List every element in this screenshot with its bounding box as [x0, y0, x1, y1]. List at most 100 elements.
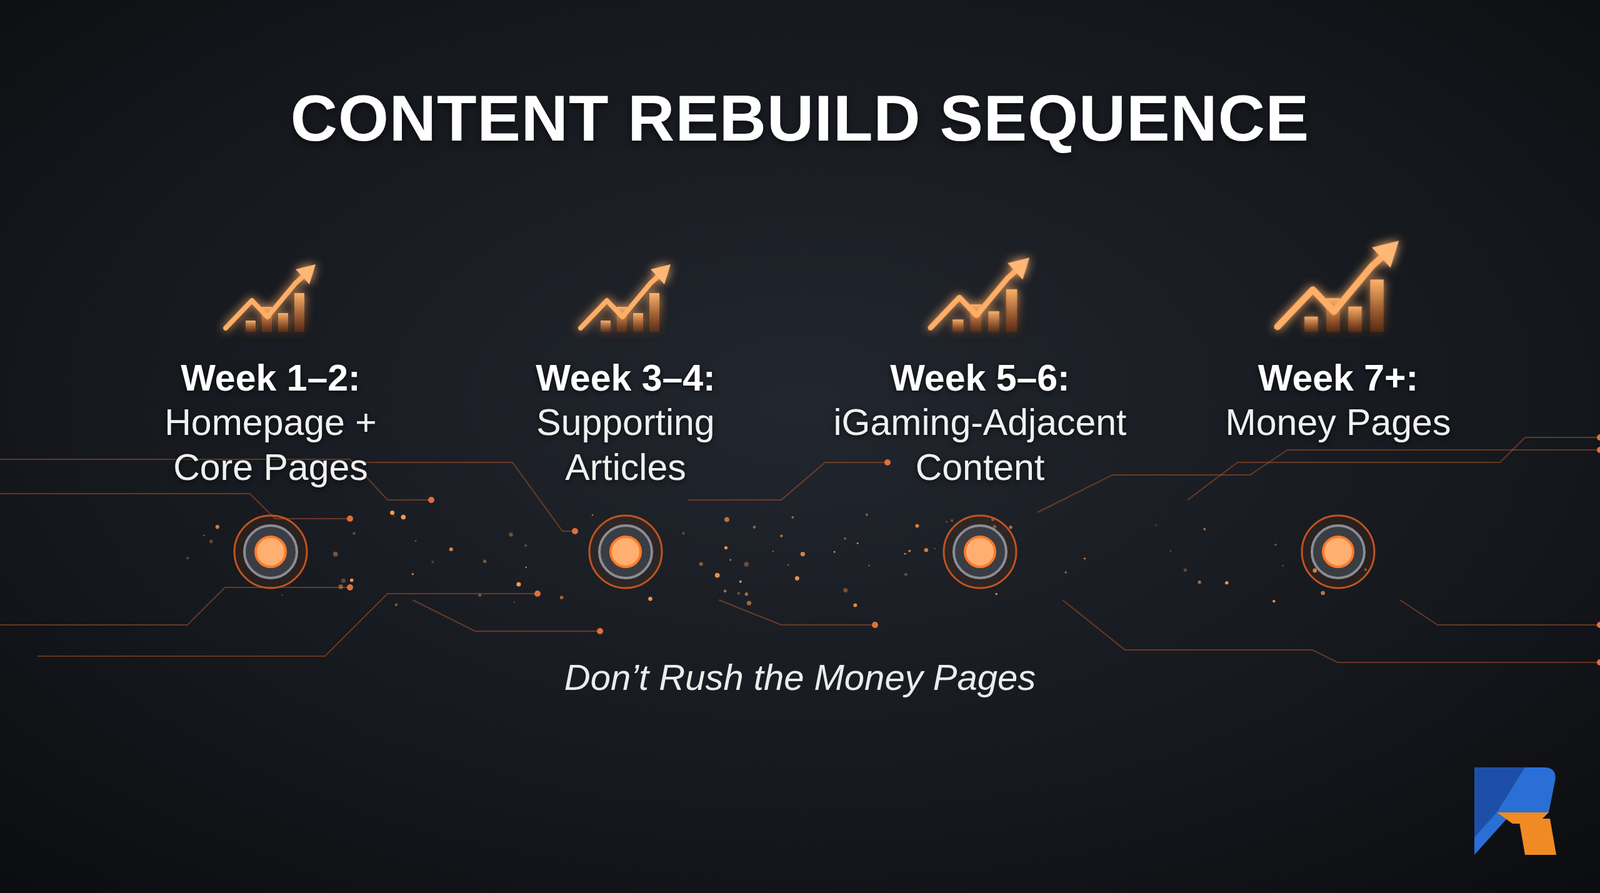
- spark: [868, 565, 870, 567]
- milestone: Week 5–6:iGaming-Adjacent Content: [811, 356, 1149, 594]
- circuit-trace: [0, 587, 350, 625]
- spark: [1155, 524, 1157, 527]
- trace-pad: [596, 628, 604, 635]
- circuit-trace: [718, 600, 875, 625]
- spark: [411, 573, 414, 575]
- spark: [681, 531, 685, 535]
- trace-pad: [1596, 659, 1600, 666]
- spark: [341, 578, 346, 584]
- spark: [856, 542, 859, 545]
- spark: [352, 531, 356, 535]
- milestone-dot: [585, 511, 667, 593]
- milestone-label: Homepage + Core Pages: [139, 400, 402, 490]
- milestone-dot: [1297, 511, 1379, 593]
- trace-pad: [346, 584, 354, 591]
- milestone-dot: [230, 511, 312, 593]
- spark: [513, 601, 515, 603]
- spark: [746, 600, 752, 605]
- spark: [787, 564, 790, 567]
- spark: [1281, 565, 1284, 567]
- trace-pad: [534, 590, 541, 597]
- circuit-trace: [1037, 450, 1600, 513]
- trace-pad: [1596, 446, 1600, 454]
- timeline-connector: [651, 548, 954, 556]
- spark: [780, 534, 783, 537]
- spark: [1083, 557, 1086, 560]
- milestone: Week 3–4:Supporting Articles: [513, 356, 739, 594]
- growth-icon: [1277, 240, 1399, 332]
- spark: [729, 559, 731, 561]
- growth-icon: [930, 257, 1030, 332]
- spark: [524, 544, 527, 547]
- circuit-trace: [1400, 600, 1600, 625]
- trace-pad: [571, 528, 579, 535]
- spark: [591, 514, 594, 516]
- spark: [737, 591, 741, 595]
- spark: [724, 516, 730, 522]
- milestone-week: Week 3–4:: [513, 356, 739, 400]
- brand-logo: [1474, 767, 1557, 855]
- circuit-trace: [1062, 600, 1600, 663]
- spark: [1274, 543, 1277, 546]
- spark: [743, 561, 749, 567]
- spark: [739, 580, 742, 584]
- spark: [560, 595, 564, 600]
- spark: [995, 593, 998, 595]
- diagram-title: CONTENT REBUILD SEQUENCE: [0, 81, 1600, 156]
- milestone-week: Week 1–2:: [139, 356, 402, 400]
- spark: [415, 540, 417, 542]
- spark: [715, 573, 720, 579]
- spark: [904, 573, 908, 577]
- spark: [843, 537, 847, 540]
- spark: [795, 576, 800, 581]
- trace-pad: [346, 515, 354, 522]
- spark: [1198, 580, 1202, 584]
- spark: [723, 589, 727, 593]
- circuit-trace: [687, 462, 888, 500]
- spark: [395, 603, 399, 607]
- spark: [950, 519, 954, 522]
- trace-pad: [1596, 434, 1600, 441]
- spark: [1225, 581, 1229, 585]
- growth-icon: [225, 264, 316, 332]
- trace-pad: [884, 459, 891, 466]
- spark: [390, 510, 395, 515]
- spark: [478, 593, 482, 597]
- spark: [483, 560, 487, 564]
- spark: [338, 584, 344, 589]
- milestone: Week 7+:Money Pages: [1188, 356, 1489, 594]
- spark: [1320, 591, 1325, 595]
- spark: [281, 594, 283, 596]
- circuit-trace: [362, 462, 575, 532]
- timeline-connector: [1006, 548, 1312, 556]
- milestone-label: iGaming-Adjacent Content: [811, 400, 1149, 490]
- spark: [350, 578, 354, 583]
- spark: [431, 560, 434, 564]
- spark: [215, 525, 220, 529]
- spark: [1064, 571, 1067, 574]
- spark: [915, 523, 919, 528]
- spark: [209, 540, 214, 544]
- milestone: Week 1–2:Homepage + Core Pages: [139, 356, 402, 594]
- milestone-label: Money Pages: [1188, 400, 1489, 445]
- circuit-trace: [0, 493, 350, 519]
- growth-icon: [580, 264, 671, 332]
- spark: [516, 581, 521, 587]
- spark: [945, 521, 948, 524]
- spark: [1272, 600, 1275, 603]
- trace-pad: [1596, 621, 1600, 629]
- spark: [745, 592, 749, 597]
- spark: [508, 532, 513, 537]
- spark: [401, 515, 407, 520]
- spark: [699, 562, 704, 567]
- spark: [853, 603, 857, 608]
- diagram-caption: Don’t Rush the Money Pages: [0, 656, 1600, 699]
- timeline-connector: [296, 548, 600, 556]
- spark: [865, 513, 869, 517]
- spark: [1203, 528, 1206, 531]
- trace-pad: [428, 496, 435, 504]
- spark: [525, 566, 527, 569]
- spark: [1183, 568, 1187, 572]
- trace-pad: [871, 621, 879, 629]
- milestone-label: Supporting Articles: [513, 400, 739, 490]
